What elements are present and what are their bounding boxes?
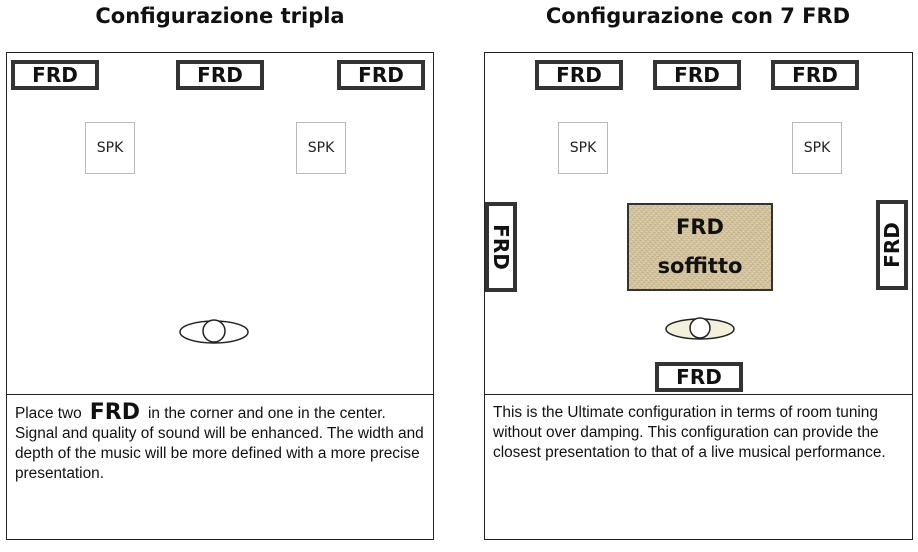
description-seven-frd: This is the Ultimate configuration in te… [484, 394, 913, 540]
frd-front-left: FRD [535, 60, 623, 90]
description-frd-emphasis: FRD [89, 400, 140, 425]
frd-ceiling-panel: FRD soffitto [627, 203, 773, 291]
frd-right-corner: FRD [337, 60, 425, 90]
ceiling-label-soffitto: soffitto [657, 254, 743, 278]
speaker-right: SPK [296, 122, 346, 174]
frd-rear-center: FRD [655, 362, 743, 392]
frd-side-left-label: FRD [489, 224, 513, 270]
frd-side-right: FRD [876, 200, 908, 290]
listener-icon [179, 319, 249, 344]
frd-left-center: FRD [176, 60, 264, 90]
ceiling-label-frd: FRD [676, 215, 724, 239]
frd-front-center: FRD [653, 60, 741, 90]
description-text-before: Place two [15, 405, 82, 422]
speaker-left: SPK [85, 122, 135, 174]
frd-left-corner: FRD [11, 60, 99, 90]
frd-side-right-label: FRD [880, 222, 904, 268]
speaker-right: SPK [792, 122, 842, 174]
speaker-left: SPK [558, 122, 608, 174]
description-text-after: in the corner and one in the center. Sig… [15, 405, 424, 482]
title-seven-frd-configuration: Configurazione con 7 FRD [545, 4, 851, 28]
frd-front-right: FRD [771, 60, 859, 90]
title-triple-configuration: Configurazione tripla [95, 4, 345, 28]
frd-side-left: FRD [485, 202, 517, 292]
listener-icon [665, 317, 735, 340]
